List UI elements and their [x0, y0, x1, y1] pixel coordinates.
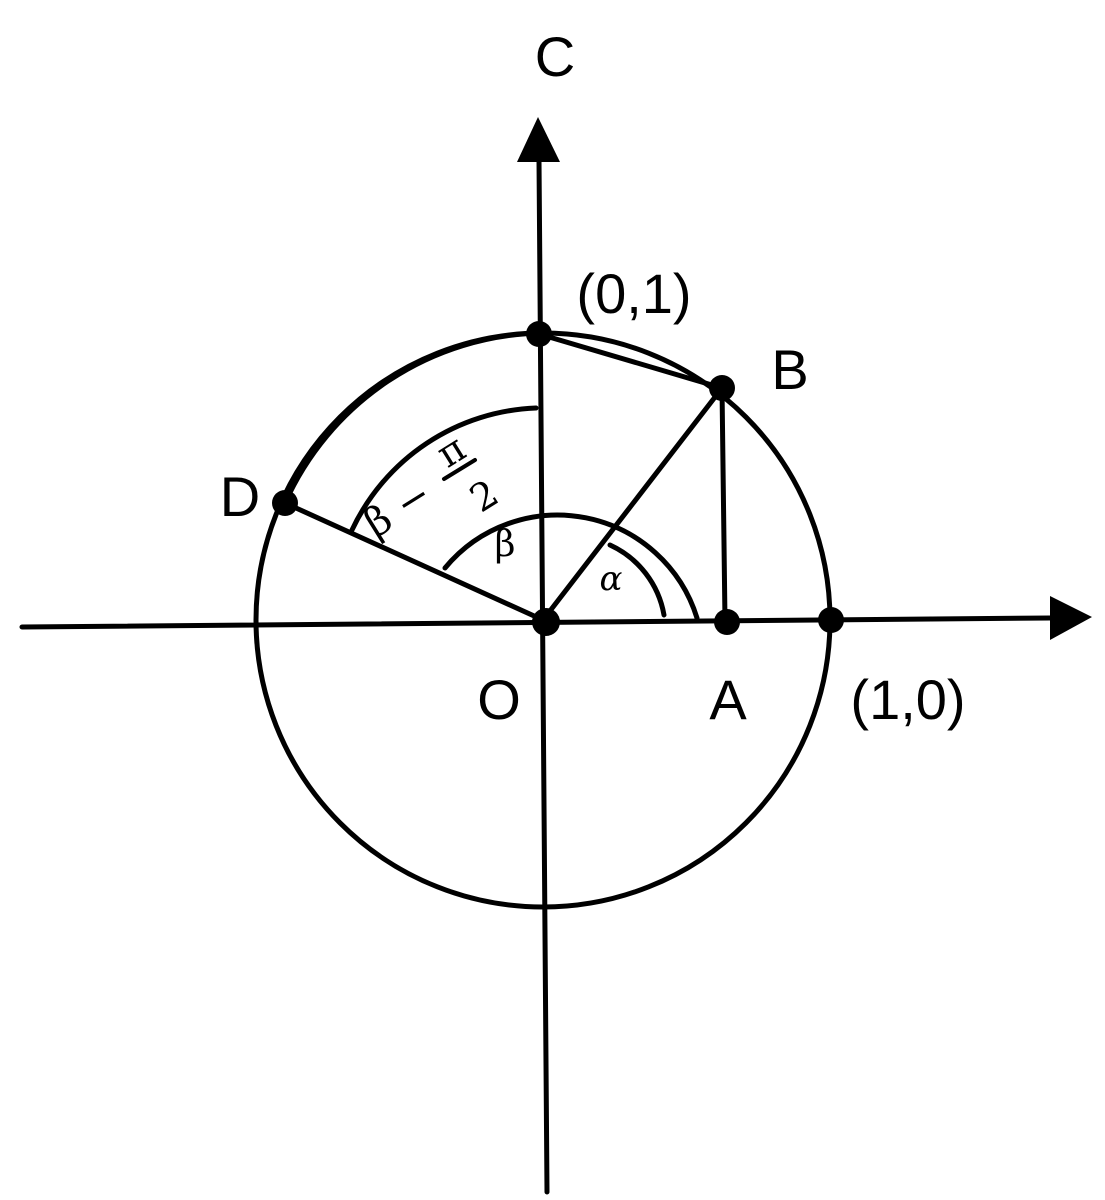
- point-b-marker: [709, 375, 735, 401]
- label-o: O: [477, 668, 521, 731]
- x-axis-arrowhead: [1050, 596, 1092, 640]
- angle-label-beta: β: [495, 524, 516, 565]
- label-a: A: [709, 668, 747, 731]
- label-c: C: [535, 25, 575, 88]
- point-top-marker: [526, 321, 552, 347]
- angle-label-alpha: α: [600, 559, 623, 599]
- label-b: B: [771, 338, 808, 401]
- fraction-bar: [442, 458, 477, 481]
- angle-arc-beta: [442, 512, 700, 621]
- angle-arc-alpha: [607, 542, 667, 618]
- point-o-marker: [532, 608, 560, 636]
- chord-top-b: [536, 331, 725, 391]
- angle-arc-beta-minus-pi-over-2: [349, 405, 539, 533]
- point-a-marker: [714, 609, 740, 635]
- segment-o-d: [282, 500, 546, 623]
- arc-d-to-top: [282, 330, 544, 506]
- point-right-marker: [818, 607, 844, 633]
- angle-label-beta-minus: β −: [357, 471, 440, 547]
- label-point-1-0: (1,0): [850, 668, 965, 731]
- segment-b-a: [719, 385, 728, 624]
- segment-o-b: [540, 385, 725, 623]
- y-axis-arrowhead: [517, 117, 560, 162]
- y-axis: [536, 157, 550, 1195]
- point-d-marker: [272, 490, 298, 516]
- angle-label-two: 2: [462, 471, 506, 521]
- angle-label-pi: π: [429, 426, 474, 477]
- label-d: D: [220, 465, 260, 528]
- label-point-0-1: (0,1): [576, 262, 691, 325]
